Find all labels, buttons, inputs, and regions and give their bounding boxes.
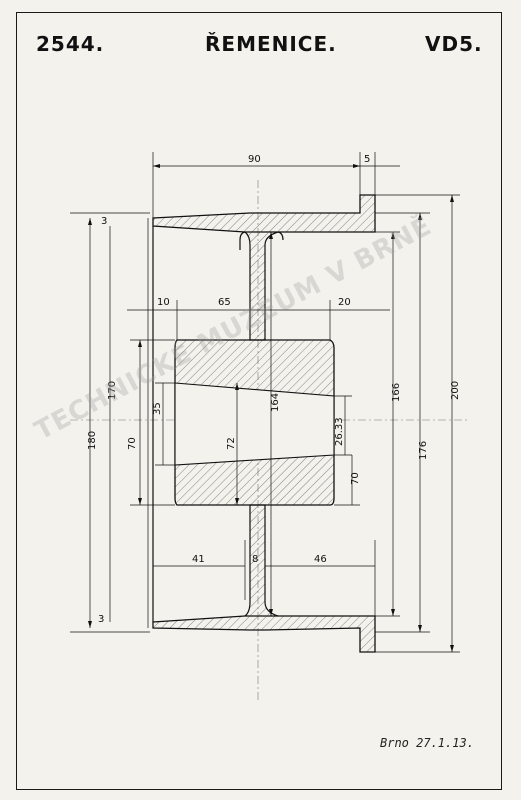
dim-26-33: 26.33 bbox=[334, 417, 345, 446]
hub bbox=[174, 339, 335, 506]
dim-200: 200 bbox=[450, 381, 461, 400]
dim-3-top: 3 bbox=[101, 216, 107, 227]
dim-3-bottom: 3 bbox=[98, 614, 104, 625]
dim-8: 8 bbox=[252, 554, 258, 565]
dimension-labels: 90 5 10 65 20 3 3 180 170 70 35 72 164 2… bbox=[87, 154, 461, 625]
drawing-frame bbox=[16, 12, 502, 790]
drawing-number: 2544. bbox=[36, 32, 105, 56]
dim-65: 65 bbox=[218, 297, 231, 308]
dim-90: 90 bbox=[248, 154, 261, 165]
dim-164: 164 bbox=[270, 393, 281, 412]
dim-46: 46 bbox=[314, 554, 327, 565]
dim-170: 170 bbox=[107, 381, 118, 400]
dim-70-right: 70 bbox=[350, 472, 361, 485]
dim-70-left: 70 bbox=[127, 437, 138, 450]
dim-5: 5 bbox=[364, 154, 370, 165]
dim-35: 35 bbox=[152, 402, 163, 415]
drawing-code: VD5. bbox=[425, 32, 483, 56]
dimension-lines bbox=[70, 152, 460, 653]
inner-outline bbox=[152, 226, 284, 622]
lower-web bbox=[244, 504, 279, 617]
bottom-rim bbox=[152, 615, 376, 653]
top-rim bbox=[152, 194, 376, 233]
dim-41: 41 bbox=[192, 554, 205, 565]
drawing-title: ŘEMENICE. bbox=[205, 32, 337, 56]
arrowheads bbox=[88, 164, 454, 652]
signature-date: Brno 27.1.13. bbox=[380, 736, 474, 750]
dim-176: 176 bbox=[418, 441, 429, 460]
dim-20: 20 bbox=[338, 297, 351, 308]
dim-180: 180 bbox=[87, 431, 98, 450]
dim-10: 10 bbox=[157, 297, 170, 308]
dim-166: 166 bbox=[391, 383, 402, 402]
dim-72: 72 bbox=[226, 437, 237, 450]
